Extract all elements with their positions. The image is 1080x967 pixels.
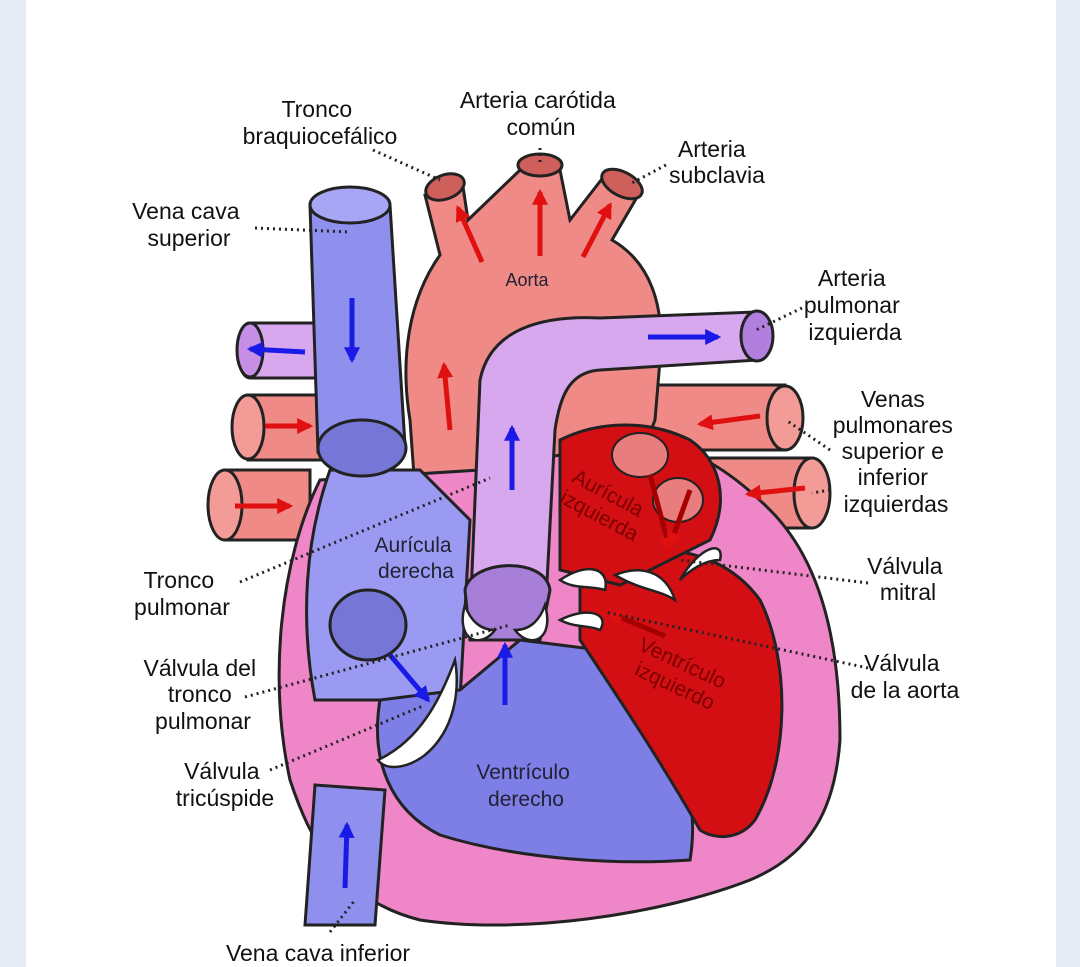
- label-aorta: Aorta: [505, 270, 549, 290]
- valves: [376, 547, 722, 769]
- label-venas-pulmonares: Venas pulmonares superior e inferior izq…: [833, 386, 960, 517]
- label-valvula-tronco-pulmonar: Válvula del tronco pulmonar: [144, 655, 263, 734]
- right-atrium-region: [305, 468, 472, 702]
- leader-lines: [239, 148, 869, 933]
- label-valvula-aorta: Válvula de la aorta: [851, 650, 960, 703]
- ivc-opening: [328, 588, 408, 662]
- label-arteria-carotida: Arteria carótida común: [460, 87, 622, 140]
- label-valvula-tricuspide: Válvula tricúspide: [176, 758, 274, 811]
- label-tronco-braquiocefalico: Tronco braquiocefálico: [243, 96, 398, 149]
- superior-vena-cava: [308, 185, 408, 478]
- label-ventriculo-derecho: Ventrículo derecho: [476, 761, 575, 811]
- label-arteria-pulmonar-izquierda: Arteria pulmonar izquierda: [804, 265, 906, 345]
- label-auricula-derecha: Aurícula derecha: [375, 534, 458, 583]
- flow-arrows: [235, 188, 806, 889]
- pulmonary-trunk: [463, 309, 775, 642]
- label-valvula-mitral: Válvula mitral: [867, 553, 949, 605]
- label-tronco-pulmonar: Tronco pulmonar: [134, 567, 230, 620]
- right-pulmonary-veins: [206, 393, 332, 542]
- label-vena-cava-inferior: Vena cava inferior: [226, 940, 410, 966]
- label-arteria-subclavia: Arteria subclavia: [669, 136, 765, 188]
- outer-labels: Tronco braquiocefálico Arteria carótida …: [132, 87, 959, 966]
- label-vena-cava-superior: Vena cava superior: [132, 198, 246, 251]
